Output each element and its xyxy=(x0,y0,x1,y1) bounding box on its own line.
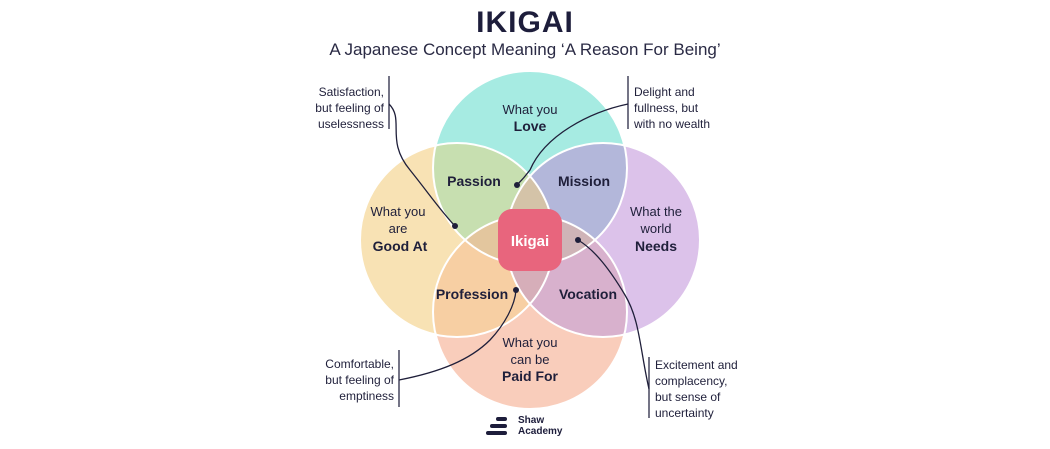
note-bottom-right: Excitement and complacency, but sense of… xyxy=(655,357,765,421)
dot-bottom-right xyxy=(575,237,581,243)
love-label-line2: Love xyxy=(514,118,547,134)
paid-for-label-line3: Paid For xyxy=(502,368,559,384)
brand-name-line1: Shaw xyxy=(518,415,545,426)
note-bottom-right-line2: complacency, xyxy=(655,374,728,388)
profession-label: Profession xyxy=(436,286,508,302)
note-bottom-left-line1: Comfortable, xyxy=(325,357,394,371)
good-at-label-line3: Good At xyxy=(373,238,428,254)
leader-bottom-right xyxy=(577,239,650,390)
needs-label-line1: What the xyxy=(630,204,682,219)
note-bottom-left-line3: emptiness xyxy=(339,389,394,403)
note-bottom-right-line1: Excitement and xyxy=(655,358,738,372)
brand-name: Shaw Academy xyxy=(518,415,562,437)
note-top-left-line2: but feeling of xyxy=(315,101,384,115)
note-bottom-left: Comfortable, but feeling of emptiness xyxy=(300,356,394,404)
note-top-left-line1: Satisfaction, xyxy=(318,85,384,99)
page-subtitle: A Japanese Concept Meaning ‘A Reason For… xyxy=(329,40,721,59)
page-title: IKIGAI xyxy=(476,6,574,39)
note-top-left: Satisfaction, but feeling of uselessness xyxy=(300,84,384,132)
vocation-label: Vocation xyxy=(559,286,617,302)
paid-for-label-line2: can be xyxy=(510,352,549,367)
paid-for-label-line1: What you xyxy=(503,335,558,350)
note-top-right-line2: fullness, but xyxy=(634,101,699,115)
note-bottom-right-line3: but sense of xyxy=(655,390,721,404)
note-bottom-left-line2: but feeling of xyxy=(325,373,394,387)
note-top-left-line3: uselessness xyxy=(317,117,384,131)
needs-label-line2: world xyxy=(639,221,671,236)
good-at-label-line1: What you xyxy=(371,204,426,219)
note-top-right-line1: Delight and xyxy=(634,85,695,99)
passion-label: Passion xyxy=(447,173,501,189)
brand-logo: Shaw Academy xyxy=(486,412,562,440)
dot-top-right xyxy=(514,182,520,188)
brand-mark-icon xyxy=(486,417,507,435)
leader-bottom-left xyxy=(398,289,517,381)
note-top-right: Delight and fullness, but with no wealth xyxy=(634,84,744,132)
leader-top-right xyxy=(516,103,629,186)
note-top-right-line3: with no wealth xyxy=(634,117,711,131)
needs-label-line3: Needs xyxy=(635,238,677,254)
dot-bottom-left xyxy=(513,287,519,293)
ikigai-center-label: Ikigai xyxy=(511,233,549,250)
note-bottom-right-line4: uncertainty xyxy=(655,406,714,420)
leader-top-left xyxy=(388,103,456,227)
brand-name-line2: Academy xyxy=(518,426,563,437)
dot-top-left xyxy=(452,223,458,229)
love-label-line1: What you xyxy=(503,102,558,117)
ikigai-center xyxy=(498,209,562,271)
mission-label: Mission xyxy=(558,173,610,189)
good-at-label-line2: are xyxy=(389,221,408,236)
